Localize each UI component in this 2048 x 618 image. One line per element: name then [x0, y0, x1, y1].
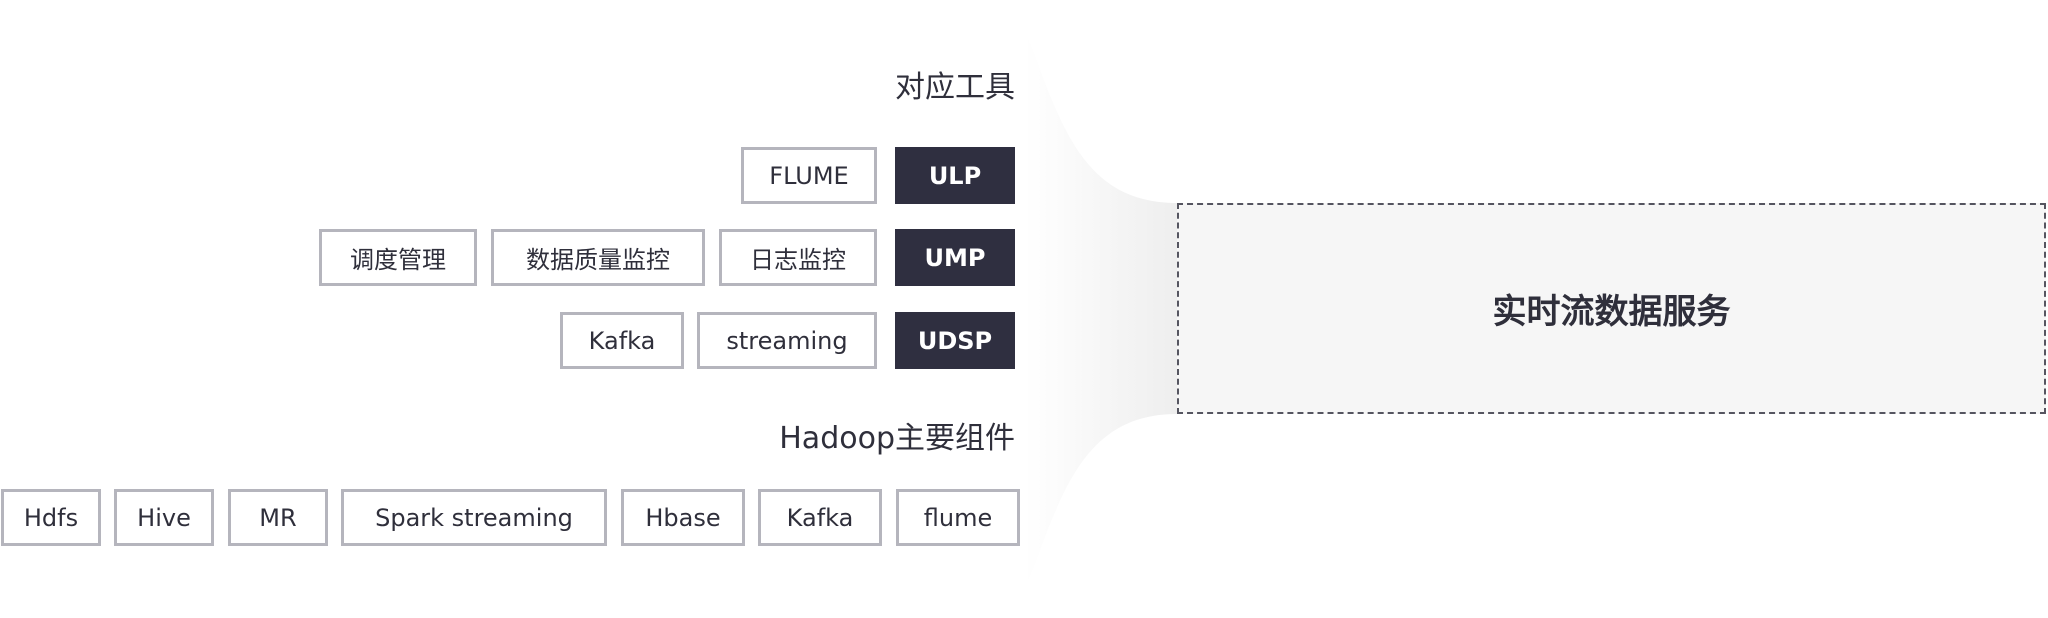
tool-box-kafka: Kafka	[560, 312, 684, 369]
hadoop-heading: Hadoop主要组件	[779, 421, 1015, 456]
hadoop-component-spark-streaming: Spark streaming	[341, 489, 607, 546]
service-label: 实时流数据服务	[1492, 292, 1731, 332]
hadoop-component-hive: Hive	[114, 489, 214, 546]
hadoop-component-hdfs: Hdfs	[1, 489, 101, 546]
hadoop-component-mr: MR	[228, 489, 328, 546]
tool-box-flume: FLUME	[741, 147, 877, 204]
tool-box-scheduling: 调度管理	[319, 229, 477, 286]
tool-category-ump: UMP	[895, 229, 1015, 286]
tools-heading: 对应工具	[895, 70, 1015, 105]
tool-category-ulp: ULP	[895, 147, 1015, 204]
hadoop-component-kafka: Kafka	[758, 489, 882, 546]
tool-box-streaming: streaming	[697, 312, 877, 369]
hadoop-component-hbase: Hbase	[621, 489, 745, 546]
realtime-stream-service-box: 实时流数据服务	[1177, 203, 2046, 414]
tool-box-data-quality: 数据质量监控	[491, 229, 705, 286]
tool-box-log-monitor: 日志监控	[719, 229, 877, 286]
hadoop-component-flume: flume	[896, 489, 1020, 546]
tool-category-udsp: UDSP	[895, 312, 1015, 369]
